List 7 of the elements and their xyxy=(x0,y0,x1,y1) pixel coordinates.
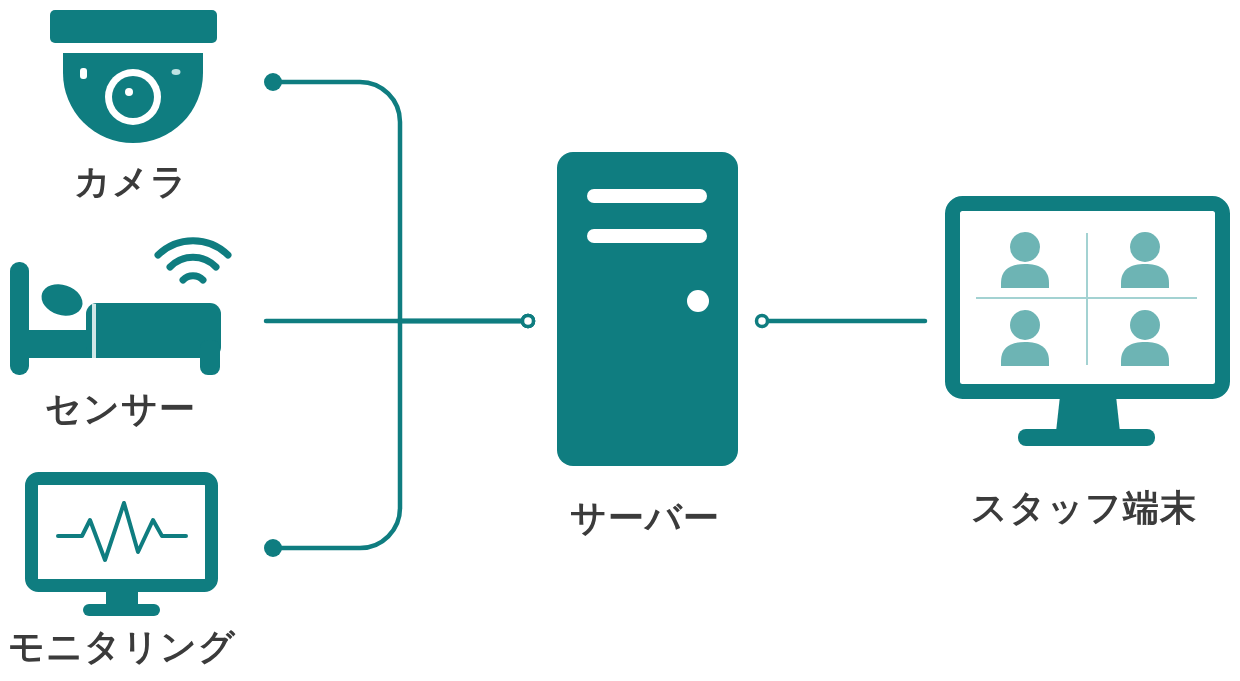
connector-line xyxy=(264,313,536,557)
connector-line xyxy=(754,313,928,329)
node-label: カメラ xyxy=(74,161,188,203)
node-label: モニタリング xyxy=(8,626,236,668)
node-label: サーバー xyxy=(570,497,720,539)
node-label: スタッフ端末 xyxy=(971,487,1197,529)
node-label: センサー xyxy=(44,388,196,430)
